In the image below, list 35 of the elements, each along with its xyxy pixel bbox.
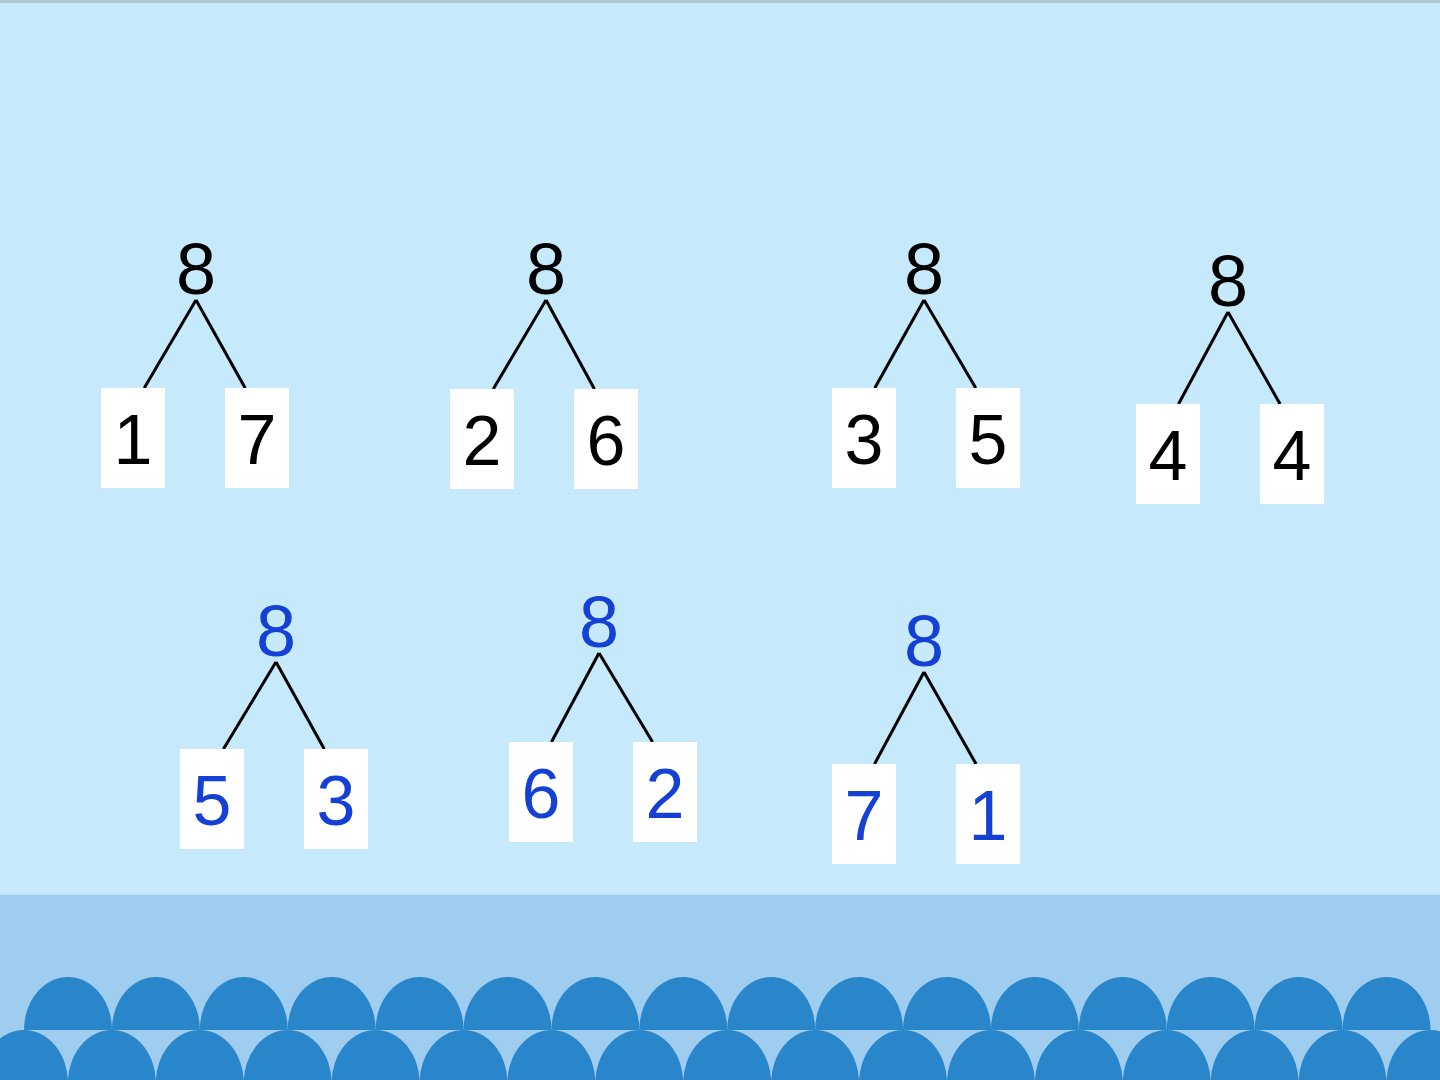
connector-line [492, 299, 548, 390]
connector-line [873, 671, 926, 765]
number-box: 5 [956, 388, 1020, 488]
connector-line [222, 661, 278, 750]
number-box: 4 [1136, 404, 1200, 504]
number-box: 6 [509, 742, 573, 842]
total-number: 8 [172, 239, 220, 300]
connector-line [544, 299, 596, 390]
number-box: 1 [101, 388, 165, 488]
number-box: 6 [574, 389, 638, 489]
total-number: 8 [522, 239, 570, 300]
number-box: 2 [633, 742, 697, 842]
total-number: 8 [900, 611, 948, 672]
number-box: 4 [1260, 404, 1324, 504]
connector-line [274, 661, 326, 750]
connector-line [922, 299, 978, 389]
total-number: 8 [575, 592, 623, 653]
connector-line [1177, 311, 1230, 405]
number-box: 5 [180, 749, 244, 849]
number-box: 7 [832, 764, 896, 864]
total-number: 8 [900, 239, 948, 300]
connector-line [550, 652, 601, 743]
connector-line [194, 299, 247, 389]
connector-line [922, 671, 978, 765]
connector-line [873, 299, 926, 389]
connector-line [597, 652, 654, 743]
connector-line [142, 299, 198, 389]
total-number: 8 [252, 601, 300, 662]
total-number: 8 [1204, 251, 1252, 312]
number-box: 1 [956, 764, 1020, 864]
number-box: 2 [450, 389, 514, 489]
connector-line [1226, 311, 1282, 405]
number-box: 3 [304, 749, 368, 849]
number-box: 3 [832, 388, 896, 488]
number-box: 7 [225, 388, 289, 488]
